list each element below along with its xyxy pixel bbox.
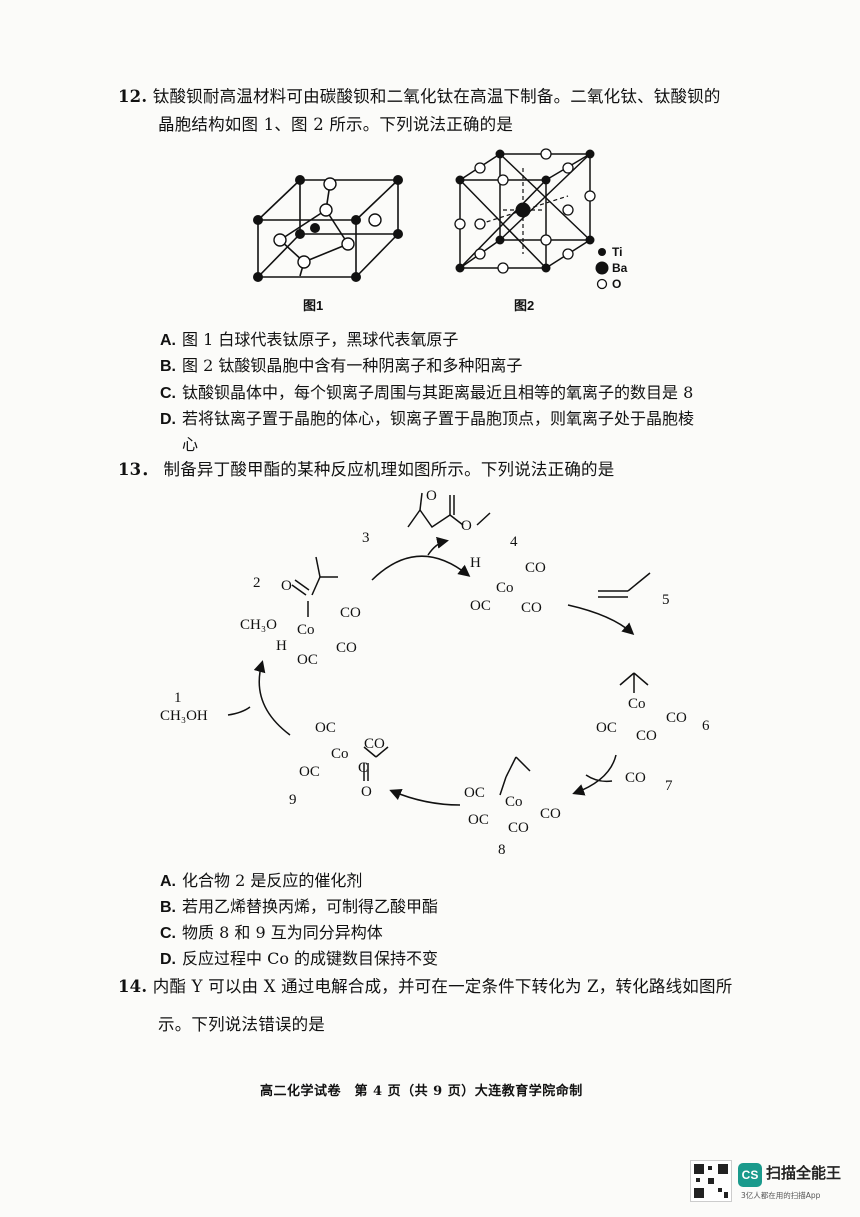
label-4: 4 xyxy=(510,534,518,550)
q12-line1: 12. 钛酸钡耐高温材料可由碳酸钡和二氧化钛在高温下制备。二氧化钛、钛酸钡的 xyxy=(118,82,721,112)
c9-o: O xyxy=(361,784,372,800)
fig2-label: 图2 xyxy=(514,298,535,313)
q12-stem-line1: 钛酸钡耐高温材料可由碳酸钡和二氧化钛在高温下制备。二氧化钛、钛酸钡的 xyxy=(152,87,721,106)
label-5: 5 xyxy=(662,592,670,608)
legend-ti-label: Ti xyxy=(612,245,623,259)
c2-h: H xyxy=(276,638,287,654)
scanner-app-name: 扫描全能王 xyxy=(766,1164,842,1182)
q14-line1: 14. 内酯 Y 可以由 X 通过电解合成，并可在一定条件下转化为 Z，转化路线… xyxy=(118,977,733,996)
legend-o-dot xyxy=(596,278,608,290)
reagent-ch3oh: CH₃OH xyxy=(160,708,208,724)
q12-option-d: D.若将钛离子置于晶胞的体心，钡离子置于晶胞顶点，则氧离子处于晶胞棱 xyxy=(160,409,695,428)
legend-ti-dot xyxy=(598,248,606,256)
camscanner-logo-icon: CS xyxy=(738,1163,762,1187)
q12-option-c: C.钛酸钡晶体中，每个钡离子周围与其距离最近且相等的氧离子的数目是 8 xyxy=(160,383,694,402)
q13-option-a: A.化合物 2 是反应的催化剂 xyxy=(160,871,363,890)
label-7: 7 xyxy=(665,778,673,794)
q12-option-a: A.图 1 白球代表钛原子，黑球代表氧原子 xyxy=(160,330,459,349)
c9-oc-2: OC xyxy=(299,764,320,780)
q13-option-c: C.物质 8 和 9 互为同分异构体 xyxy=(160,923,383,942)
q13-option-d: D.反应过程中 Co 的成键数目保持不变 xyxy=(160,949,439,968)
q12-option-d-cont: 心 xyxy=(182,435,199,454)
c9-co-1: CO xyxy=(364,736,385,752)
c6-co-atom: Co xyxy=(628,696,646,712)
fig2-legend-markers xyxy=(595,248,609,290)
c6-co-2: CO xyxy=(636,728,657,744)
fig1-tio2-cell xyxy=(253,175,403,282)
c4-co-atom: Co xyxy=(496,580,514,596)
label-1: 1 xyxy=(174,690,182,706)
q13-option-b: B.若用乙烯替换丙烯，可制得乙酸甲酯 xyxy=(160,897,439,916)
label-2: 2 xyxy=(253,575,261,591)
c8-co-1: CO xyxy=(540,806,561,822)
c8-oc-2: OC xyxy=(468,812,489,828)
q12-number: 12. xyxy=(118,87,148,106)
q14-number: 14. xyxy=(118,977,148,996)
c2-co-1: CO xyxy=(340,605,361,621)
fig2-batio3-cell xyxy=(454,148,596,274)
page-footer: 高二化学试卷 第 4 页（共 9 页）大连教育学院命制 xyxy=(260,1084,583,1099)
label-9: 9 xyxy=(289,792,297,808)
scanner-slogan: 3亿人都在用的扫描App xyxy=(741,1191,821,1200)
c2-ch3o: CH₃O xyxy=(240,617,277,633)
c6-co-1: CO xyxy=(666,710,687,726)
fig1-label: 图1 xyxy=(303,298,324,313)
q13-stem: 13． 制备异丁酸甲酯的某种反应机理如图所示。下列说法正确的是 xyxy=(118,460,615,479)
reagent-co: CO xyxy=(625,770,646,786)
c4-co-1: CO xyxy=(525,560,546,576)
c9-oc-1: OC xyxy=(315,720,336,736)
label-ester-o: O xyxy=(426,488,437,504)
c2-co-atom: Co xyxy=(297,622,315,638)
c2-oc: OC xyxy=(297,652,318,668)
q14-line2: 示。下列说法错误的是 xyxy=(158,1015,325,1034)
c9-c: C xyxy=(358,760,369,776)
label-3: 3 xyxy=(362,530,370,546)
qr-code-icon xyxy=(690,1160,732,1202)
c4-h: H xyxy=(470,555,481,571)
label-ester-o2: O xyxy=(461,518,472,534)
q12-stem-line2: 晶胞结构如图 1、图 2 所示。下列说法正确的是 xyxy=(158,115,514,134)
label-8: 8 xyxy=(498,842,506,858)
c9-co-atom: Co xyxy=(331,746,349,762)
c8-co-2: CO xyxy=(508,820,529,836)
c4-oc: OC xyxy=(470,598,491,614)
q12-option-b: B.图 2 钛酸钡晶胞中含有一种阴离子和多种阳离子 xyxy=(160,356,523,375)
c2-co-2: CO xyxy=(336,640,357,656)
label-6: 6 xyxy=(702,718,710,734)
c6-oc: OC xyxy=(596,720,617,736)
legend-o-label: O xyxy=(612,277,622,291)
q13-mechanism-diagram xyxy=(227,492,651,806)
q13-number: 13． xyxy=(118,460,159,479)
c8-co-atom: Co xyxy=(505,794,523,810)
c2-o: O xyxy=(281,578,292,594)
legend-ba-dot xyxy=(595,261,609,275)
c8-oc-1: OC xyxy=(464,785,485,801)
legend-ba-label: Ba xyxy=(612,261,628,275)
c4-co-2: CO xyxy=(521,600,542,616)
